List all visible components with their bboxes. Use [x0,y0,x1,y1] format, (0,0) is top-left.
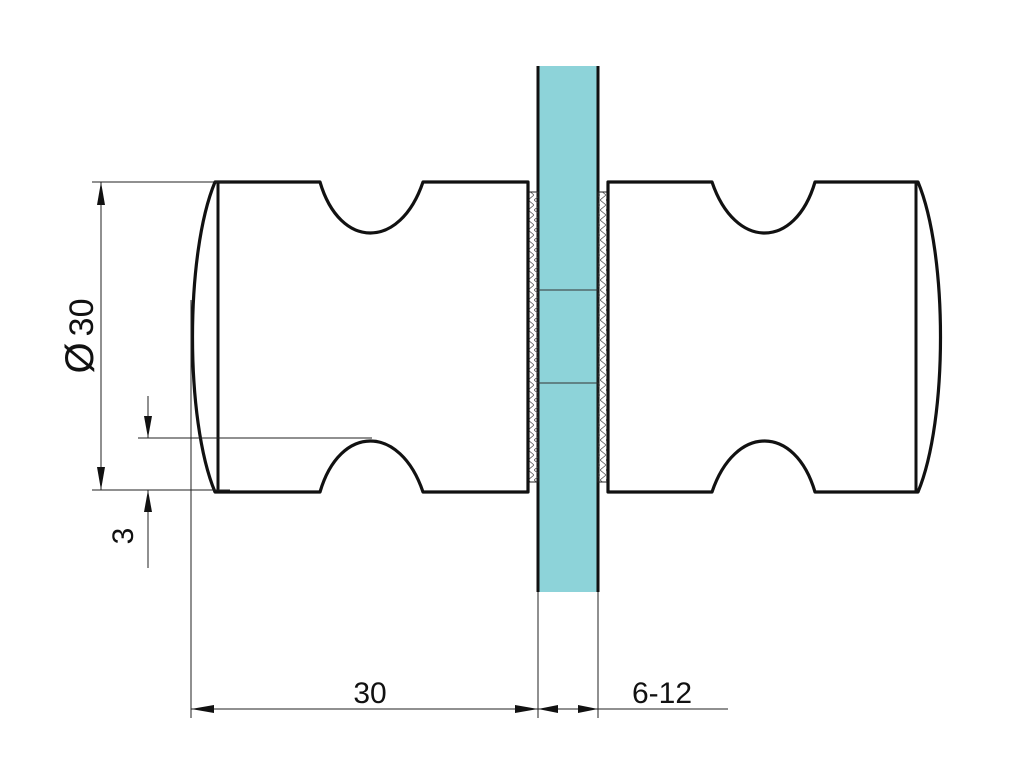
right-knob [606,180,943,494]
length-arrow-right [515,705,538,713]
knob-length-label: 30 [353,677,386,710]
diameter-label: Ø 30 [58,299,102,374]
length-arrow-left [191,705,214,713]
glass-thickness-label: 6-12 [632,677,692,710]
groove-arrow-top [144,416,152,438]
groove-depth-label: 3 [107,528,140,545]
diameter-symbol: Ø [58,342,102,373]
diameter-arrow-bottom [97,467,105,490]
diameter-arrow-top [97,182,105,205]
diameter-value: 30 [63,299,101,337]
glass-panel [538,66,598,592]
glass-arrow-left [538,705,558,713]
groove-arrow-bottom [144,490,152,512]
left-knob [190,180,530,494]
glass-arrow-right [578,705,598,713]
